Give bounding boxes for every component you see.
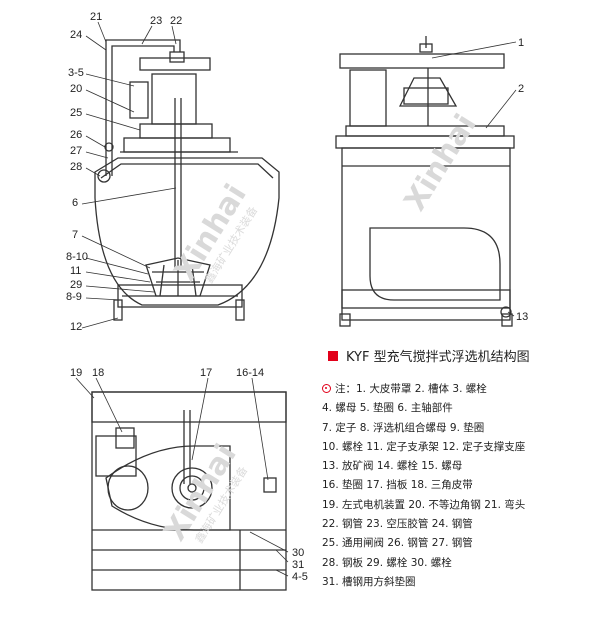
- callout-label: 8-10: [66, 251, 88, 263]
- side-view: [335, 36, 517, 327]
- legend-item: 1. 大皮带罩 2. 槽体 3. 螺栓: [356, 383, 487, 395]
- callout-label: 6: [72, 197, 78, 209]
- callout-label: 18: [92, 367, 104, 379]
- diagram-title: KYF 型充气搅拌式浮选机结构图: [328, 346, 530, 365]
- legend-row: 注：1. 大皮带罩 2. 槽体 3. 螺栓: [322, 380, 597, 399]
- callout-label: 16-14: [236, 367, 264, 379]
- callout-label: 28: [70, 161, 82, 173]
- legend-item: 10. 螺栓 11. 定子支承架 12. 定子支撑支座: [322, 440, 526, 453]
- top-view: [75, 377, 289, 591]
- legend-item: 28. 钢板 29. 螺栓 30. 螺栓: [322, 556, 452, 569]
- callout-group-left: 21 23 22 24 3-5 20 25 26 27 28 6 7 8-10 …: [66, 11, 182, 333]
- callout-label: 21: [90, 11, 102, 23]
- note-prefix: 注：: [335, 383, 356, 395]
- legend-item: 7. 定子 8. 浮选机组合螺母 9. 垫圈: [322, 421, 485, 434]
- callout-label: 12: [70, 321, 82, 333]
- callout-label: 23: [150, 15, 162, 27]
- callout-label: 22: [170, 15, 182, 27]
- callout-label: 29: [70, 279, 82, 291]
- callout-label: 3-5: [68, 67, 84, 79]
- callout-label: 25: [70, 107, 82, 119]
- callout-label: 27: [70, 145, 82, 157]
- callout-label: 20: [70, 83, 82, 95]
- legend-item: 4. 螺母 5. 垫圈 6. 主轴部件: [322, 402, 453, 415]
- callout-label: 8-9: [66, 291, 82, 303]
- callout-label: 17: [200, 367, 212, 379]
- callout-label: 4-5: [292, 571, 308, 583]
- target-icon: [322, 384, 331, 393]
- legend-item: 16. 垫圈 17. 挡板 18. 三角皮带: [322, 479, 473, 492]
- callout-label: 1: [518, 37, 524, 49]
- xinhai-watermark-2: Xinhai: [398, 108, 484, 217]
- parts-legend: 注：1. 大皮带罩 2. 槽体 3. 螺栓 4. 螺母 5. 垫圈 6. 主轴部…: [322, 380, 597, 592]
- callout-label: 7: [72, 229, 78, 241]
- watermark-text: Xinhai: [398, 108, 484, 217]
- callout-label: 24: [70, 29, 82, 41]
- callout-label: 31: [292, 559, 304, 571]
- legend-item: 13. 放矿阀 14. 螺栓 15. 螺母: [322, 460, 463, 473]
- callout-group-bottom: 19 18 17 16-14 30 31 4-5: [70, 367, 308, 583]
- legend-item: 31. 槽钢用方斜垫圈: [322, 575, 416, 588]
- callout-label: 26: [70, 129, 82, 141]
- callout-label: 13: [516, 311, 528, 323]
- front-section-view: [81, 21, 280, 329]
- callout-label: 2: [518, 83, 524, 95]
- legend-item: 22. 钢管 23. 空压胶管 24. 钢管: [322, 518, 473, 531]
- red-square-icon: [328, 350, 338, 361]
- xinhai-watermark: Xinhai 鑫海矿业技术装备: [168, 178, 261, 287]
- callout-label: 11: [70, 265, 81, 277]
- legend-item: 25. 通用闸阀 26. 钢管 27. 钢管: [322, 537, 473, 550]
- legend-item: 19. 左式电机装置 20. 不等边角钢 21. 弯头: [322, 498, 526, 511]
- callout-label: 19: [70, 367, 82, 379]
- diagram-title-text: KYF 型充气搅拌式浮选机结构图: [346, 350, 530, 365]
- callout-label: 30: [292, 547, 304, 559]
- callout-group-right: 1 2 13: [516, 37, 528, 323]
